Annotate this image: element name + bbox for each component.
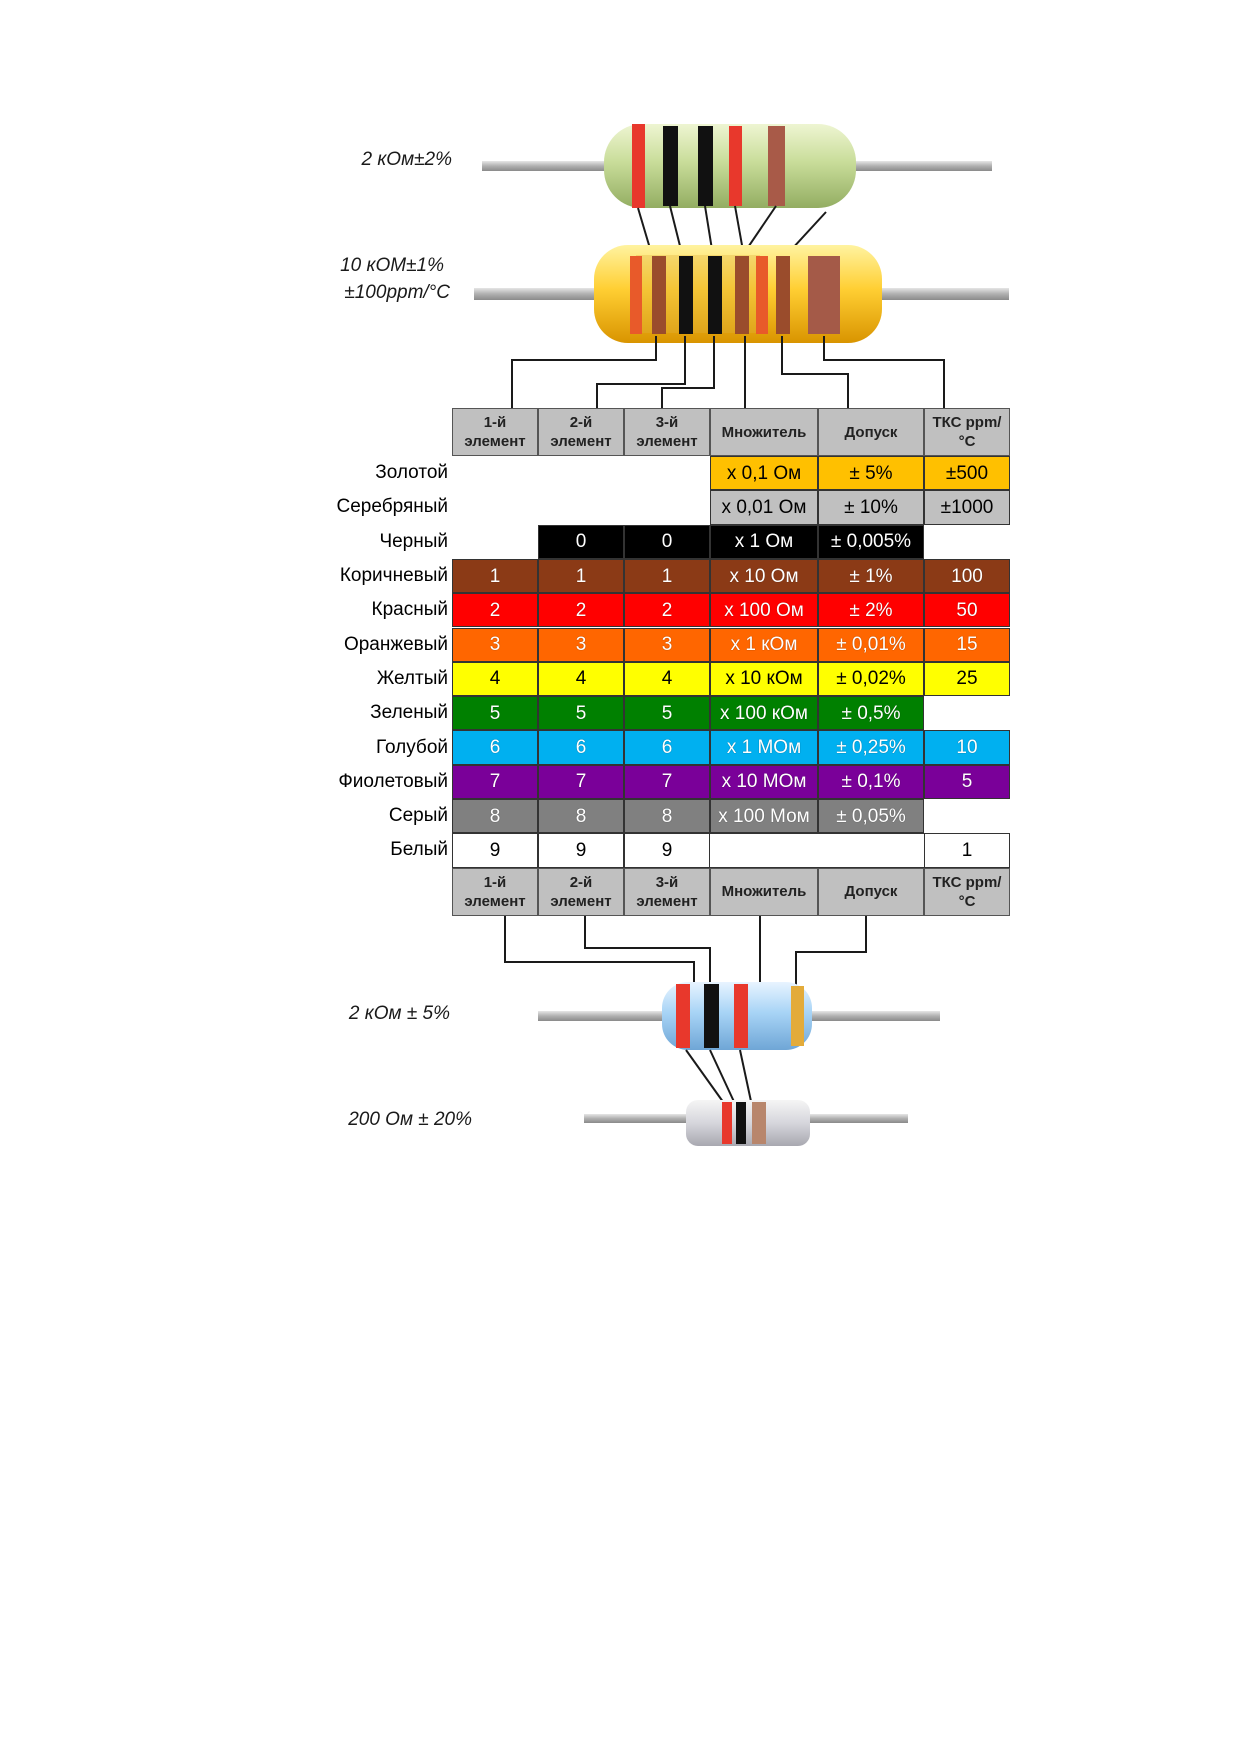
band-red: [632, 124, 645, 208]
band-black: [663, 126, 678, 206]
resistor-label-3: 2 кОм ± 5%: [348, 1003, 450, 1024]
leader-lines-middle: [511, 336, 945, 408]
band-brown: [735, 256, 749, 334]
band-black: [679, 256, 693, 334]
band-red: [734, 984, 748, 1048]
band-red: [729, 126, 742, 206]
resistor-icon-4: [584, 1100, 908, 1146]
leader-lines-lowest: [685, 1049, 753, 1107]
band-black: [704, 984, 719, 1048]
resistor-label-2-value: 10 кОМ±1%: [340, 255, 444, 276]
resistor-label-1: 2 кОм±2%: [361, 149, 452, 170]
band-gold: [791, 986, 804, 1046]
resistor-icon-1: [482, 124, 992, 208]
resistor-label-4: 200 Ом ± 20%: [348, 1109, 472, 1130]
band-brown: [776, 256, 790, 334]
resistor-label-2-tcr: ±100ppm/°C: [344, 282, 450, 303]
band-black: [708, 256, 722, 334]
band-black: [698, 126, 713, 206]
resistor-icon-2: [474, 245, 1009, 343]
band-red: [676, 984, 690, 1048]
leader-lines-top: [637, 205, 827, 263]
resistor-icon-3: [538, 982, 940, 1050]
band-red: [722, 1102, 732, 1144]
band-orange-red: [630, 256, 642, 334]
band-orange-red: [756, 256, 768, 334]
band-brown: [652, 256, 666, 334]
band-brown: [752, 1102, 766, 1144]
band-tcr: [808, 256, 840, 334]
band-black: [736, 1102, 746, 1144]
band-red-brown: [768, 126, 785, 206]
